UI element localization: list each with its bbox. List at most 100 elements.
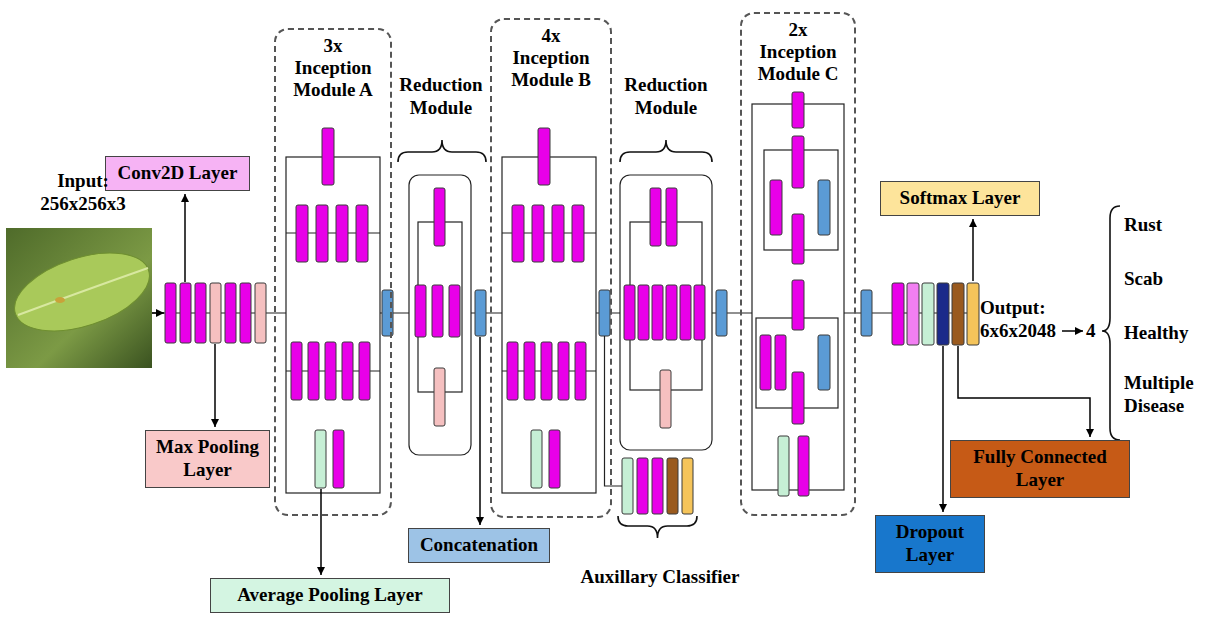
- conv-layer: [575, 342, 586, 400]
- concat-layer: [716, 290, 727, 336]
- maxpool-layer: [660, 370, 671, 428]
- conv-layer: [549, 430, 560, 488]
- leaf-shape: [5, 238, 159, 346]
- conv-layer: [680, 285, 691, 340]
- concat-layer: [818, 335, 830, 390]
- branch-outline: [286, 157, 380, 493]
- conv-layer: [333, 430, 344, 488]
- concat-layer: [599, 290, 610, 336]
- node-text: 4x Inception Module B: [503, 25, 599, 91]
- conv-layer: [195, 283, 206, 343]
- branch-outline: [620, 175, 712, 450]
- node-text: Softmax Layer: [889, 187, 1031, 210]
- dropout-layer: [937, 283, 949, 345]
- conv-layer: [538, 128, 550, 185]
- softmax-callout: Softmax Layer: [880, 181, 1040, 216]
- softmax-layer: [682, 458, 693, 514]
- branch-outline: [752, 104, 844, 490]
- dense-layer: [952, 283, 964, 345]
- conv-layer: [770, 180, 782, 235]
- conv-layer: [552, 205, 564, 262]
- conv-layer: [650, 188, 661, 246]
- leaf-vein: [18, 268, 148, 315]
- conv-layer: [760, 335, 771, 390]
- node-text: 3x Inception Module A: [285, 35, 381, 101]
- conv-layer: [322, 128, 334, 185]
- node-text: Max Pooling Layer: [154, 436, 261, 482]
- conv-layer: [792, 372, 804, 424]
- dropout-callout: Dropout Layer: [875, 515, 985, 573]
- leader-arrow: [958, 346, 1090, 437]
- bracket: [398, 140, 486, 162]
- avgpool-callout: Average Pooling Layer: [210, 578, 450, 613]
- conv-layer: [325, 342, 336, 400]
- conv-layer: [296, 205, 308, 262]
- concat-layer: [861, 290, 872, 336]
- maxpool-layer: [434, 368, 445, 426]
- concat-layer: [475, 290, 486, 336]
- conv-layer: [558, 342, 569, 400]
- conv-layer: [792, 214, 804, 264]
- conv-layer: [342, 342, 353, 400]
- maxpool-callout: Max Pooling Layer: [145, 430, 270, 488]
- node-text: 2x Inception Module C: [750, 19, 846, 85]
- conv-layer: [449, 285, 460, 337]
- conv-layer: [652, 458, 663, 514]
- bracket: [618, 516, 697, 538]
- conv-layer: [336, 205, 348, 262]
- conv-layer: [694, 285, 705, 340]
- leader-arrow: [1062, 330, 1083, 332]
- conv-layer: [432, 285, 443, 337]
- class-label: Scab: [1124, 268, 1219, 291]
- node-text: Concatenation: [417, 534, 541, 557]
- inception-module: 4x Inception Module B: [490, 18, 612, 518]
- conv-layer: [308, 342, 319, 400]
- conv-layer: [359, 342, 370, 400]
- leader-arrow: [152, 312, 164, 314]
- conv-layer: [165, 283, 176, 343]
- conv-layer: [638, 285, 649, 340]
- conv-layer: [624, 285, 635, 340]
- bracket: [1102, 206, 1120, 440]
- avgpool-layer: [778, 436, 789, 496]
- node-text: Average Pooling Layer: [219, 584, 441, 607]
- leader-arrow: [320, 489, 322, 575]
- concat-callout: Concatenation: [408, 528, 550, 563]
- conv-layer: [434, 188, 445, 246]
- branch-outline: [502, 157, 596, 493]
- conv-layer: [666, 285, 677, 340]
- class-label: Multiple Disease: [1124, 372, 1219, 418]
- leader-arrow: [479, 337, 481, 525]
- leader-arrow: [942, 346, 944, 512]
- branch-outline: [409, 175, 471, 455]
- avgpool-layer: [531, 430, 542, 488]
- conv-layer: [666, 188, 677, 246]
- conv-layer: [572, 205, 584, 262]
- conv-layer: [541, 342, 552, 400]
- conv-layer: [512, 205, 524, 262]
- node-text: Dropout Layer: [884, 521, 976, 567]
- conv-layer: [792, 136, 804, 188]
- conv-layer: [316, 205, 328, 262]
- aux-branch-line: [605, 336, 623, 486]
- conv-layer: [798, 436, 809, 496]
- conv-layer: [291, 342, 302, 400]
- conv-layer: [652, 285, 663, 340]
- maxpool-layer: [210, 283, 221, 343]
- conv2d-callout: Conv2D Layer: [105, 156, 250, 191]
- class-label: Rust: [1124, 214, 1219, 237]
- class-count: 4: [1086, 320, 1100, 343]
- inception-module: 3x Inception Module A: [274, 28, 392, 516]
- leaf-spot: [55, 297, 65, 303]
- leader-arrow: [972, 219, 974, 281]
- leader-arrow: [214, 344, 216, 427]
- conv-layer: [892, 283, 904, 345]
- dense-callout: Fully Connected Layer: [950, 440, 1130, 498]
- leader-arrow: [184, 194, 186, 282]
- bracket: [620, 140, 712, 162]
- dense-layer: [667, 458, 678, 514]
- maxpool-layer: [255, 283, 266, 343]
- conv-layer: [637, 458, 648, 514]
